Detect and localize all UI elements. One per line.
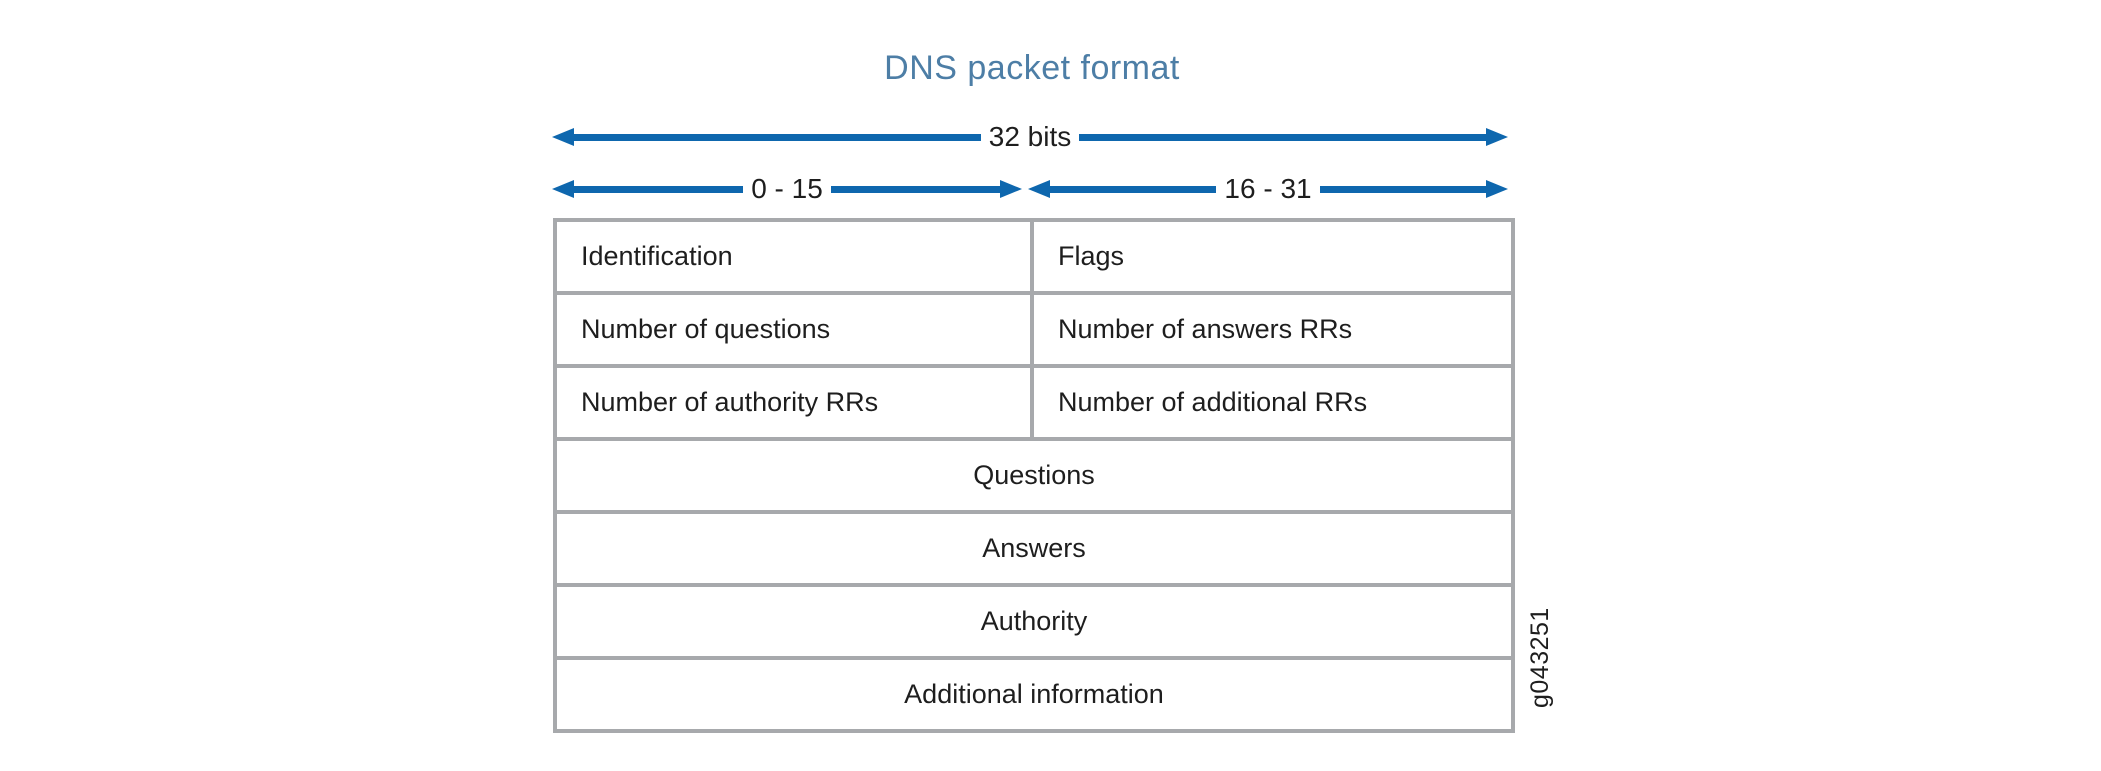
figure-id-label: g043251 <box>1526 607 1554 708</box>
arrow-0-15-label: 0 - 15 <box>751 173 823 204</box>
cell-num-additional-rrs: Number of additional RRs <box>1030 364 1515 441</box>
row-answers: Answers <box>553 510 1515 587</box>
table-row: Answers <box>553 510 1515 587</box>
arrow-right-head-icon <box>1486 128 1508 146</box>
table-row: Questions <box>553 437 1515 514</box>
arrow-shaft <box>1050 185 1217 193</box>
table-row: Authority <box>553 583 1515 660</box>
arrow-32-bits: 32 bits <box>552 119 1508 155</box>
table-row: Identification Flags <box>553 218 1515 295</box>
arrow-left-head-icon <box>552 128 574 146</box>
cell-num-questions: Number of questions <box>553 291 1034 368</box>
arrow-right-head-icon <box>1486 180 1509 198</box>
arrow-0-15: 0 - 15 <box>552 171 1023 207</box>
arrow-shaft <box>1319 185 1487 193</box>
cell-num-authority-rrs: Number of authority RRs <box>553 364 1034 441</box>
figure-title: DNS packet format <box>884 49 1180 87</box>
row-questions: Questions <box>553 437 1515 514</box>
row-authority: Authority <box>553 583 1515 660</box>
arrow-shaft <box>1079 133 1486 141</box>
arrow-shaft <box>574 133 981 141</box>
dns-packet-table: Identification Flags Number of questions… <box>553 218 1515 733</box>
arrow-32-bits-label: 32 bits <box>988 121 1072 152</box>
row-additional-information: Additional information <box>553 656 1515 733</box>
cell-num-answers-rrs: Number of answers RRs <box>1030 291 1515 368</box>
cell-identification: Identification <box>553 218 1034 295</box>
arrow-right-head-icon <box>1000 180 1023 198</box>
arrow-left-head-icon <box>552 180 574 198</box>
table-row: Number of authority RRs Number of additi… <box>553 364 1515 441</box>
cell-flags: Flags <box>1030 218 1515 295</box>
arrow-shaft <box>830 185 1001 193</box>
arrow-shaft <box>574 185 744 193</box>
table-row: Additional information <box>553 656 1515 733</box>
arrow-16-31-label: 16 - 31 <box>1224 173 1312 204</box>
arrow-left-head-icon <box>1028 180 1050 198</box>
arrow-16-31: 16 - 31 <box>1028 171 1509 207</box>
table-row: Number of questions Number of answers RR… <box>553 291 1515 368</box>
